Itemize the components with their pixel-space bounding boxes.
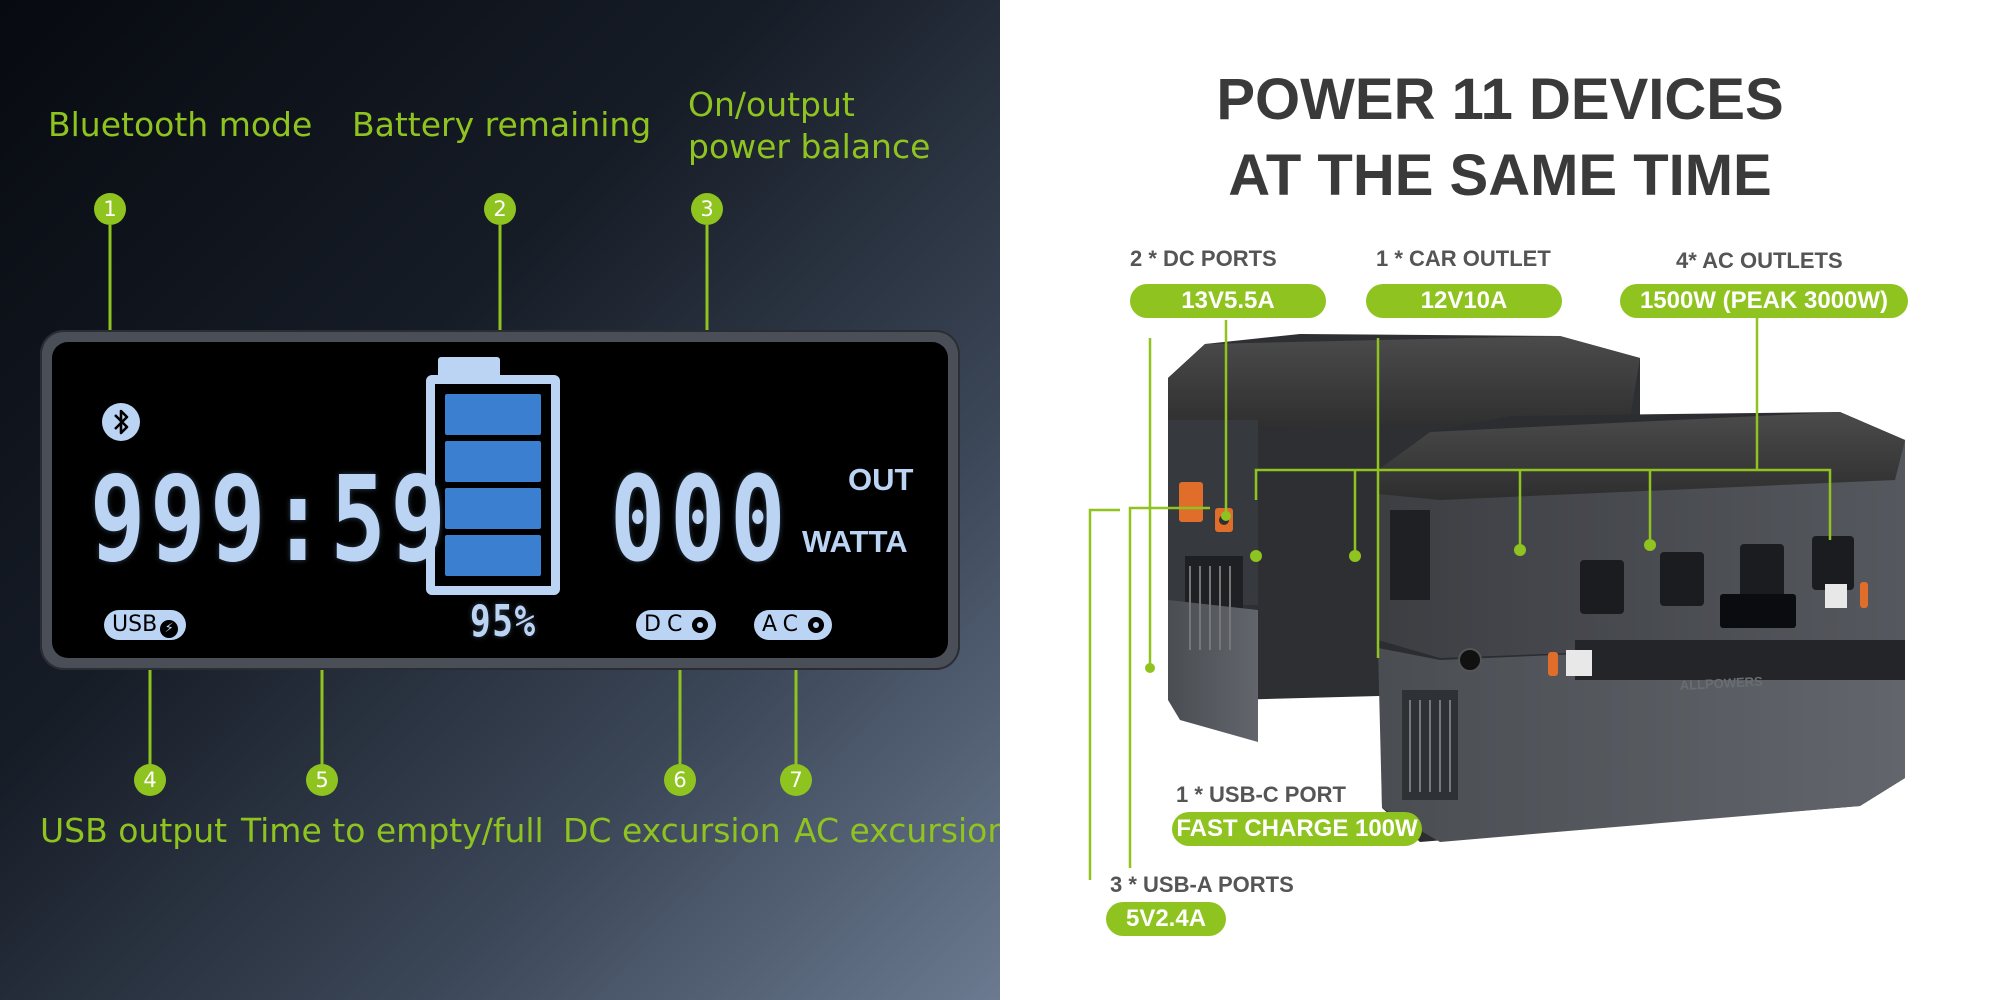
battery-bar xyxy=(445,394,541,435)
watta-label: WATTA xyxy=(802,524,908,559)
ac-outlets xyxy=(1580,536,1854,614)
ac-power-icon xyxy=(808,617,825,633)
dc-indicator: DC xyxy=(636,610,717,640)
label-bluetooth-mode: Bluetooth mode xyxy=(48,105,313,144)
callout-number-5: 5 xyxy=(306,764,338,796)
dc-ports-title: 2 * DC PORTS xyxy=(1130,246,1277,271)
mini-lcd-display xyxy=(1720,594,1796,628)
label-on-output-line2: power balance xyxy=(688,127,931,166)
label-on-output-line1: On/output xyxy=(688,85,855,124)
ac-outlets-spec: 1500W (PEAK 3000W) xyxy=(1620,284,1908,318)
label-dc-excursion: DC excursion xyxy=(563,811,781,850)
battery-icon xyxy=(426,375,560,595)
usb-indicator-label: USB xyxy=(112,612,158,637)
callout-number-6: 6 xyxy=(664,764,696,796)
usb-c-title: 1 * USB-C PORT xyxy=(1176,782,1346,807)
dc-indicator-label: DC xyxy=(644,612,689,637)
dc-power-icon xyxy=(692,617,709,633)
label-battery-remaining: Battery remaining xyxy=(352,105,652,144)
dc-ports-spec: 13V5.5A xyxy=(1130,284,1326,318)
bluetooth-icon xyxy=(102,403,140,441)
front-power-station: ALLPOWERS xyxy=(1378,412,1905,842)
lcd-screen-bezel: 999:59 95% 000 OUT WATTA USB⚡ DC AC xyxy=(40,330,960,670)
usb-a-spec: 5V2.4A xyxy=(1106,902,1226,936)
out-label: OUT xyxy=(848,462,914,497)
car-outlet xyxy=(1458,648,1482,672)
usb-a-title: 3 * USB-A PORTS xyxy=(1110,872,1294,897)
callout-number-3: 3 xyxy=(691,193,723,225)
port-callout-lines xyxy=(1088,318,1832,880)
power-stations-illustration: ALLPOWERS xyxy=(1088,318,1905,880)
battery-cap xyxy=(438,357,500,375)
callout-number-2: 2 xyxy=(484,193,516,225)
callout-number-4: 4 xyxy=(134,764,166,796)
car-outlet-title: 1 * CAR OUTLET xyxy=(1376,246,1551,271)
usb-indicator: USB⚡ xyxy=(104,610,187,640)
ac-outlets-title: 4* AC OUTLETS xyxy=(1676,248,1843,273)
headline-line1: POWER 11 DEVICES xyxy=(1216,67,1784,132)
headline-line2: AT THE SAME TIME xyxy=(1228,143,1772,208)
ac-indicator: AC xyxy=(754,610,833,640)
product-panel: POWER 11 DEVICES AT THE SAME TIME xyxy=(1000,0,2000,1000)
lcd-screen: 999:59 95% 000 OUT WATTA USB⚡ DC AC xyxy=(52,342,948,658)
brand-logo: ALLPOWERS xyxy=(1679,674,1763,693)
callout-number-1: 1 xyxy=(94,193,126,225)
callout-number-7: 7 xyxy=(780,764,812,796)
label-ac-excursion: AC excursion xyxy=(794,811,1000,850)
battery-bar xyxy=(445,441,541,482)
lightning-icon: ⚡ xyxy=(160,620,179,638)
lcd-diagram-panel: Bluetooth mode Battery remaining On/outp… xyxy=(0,0,1000,1000)
headline: POWER 11 DEVICES AT THE SAME TIME xyxy=(1000,62,2000,214)
car-outlet-spec: 12V10A xyxy=(1366,284,1562,318)
battery-percent-readout: 95% xyxy=(470,596,537,647)
battery-bar xyxy=(445,535,541,576)
usb-c-spec: FAST CHARGE 100W xyxy=(1172,812,1422,846)
label-usb-output: USB output xyxy=(40,811,228,850)
battery-bar xyxy=(445,488,541,529)
time-remaining-readout: 999:59 xyxy=(90,450,451,588)
label-time-to-empty: Time to empty/full xyxy=(241,811,544,850)
battery-level-bars xyxy=(445,394,541,576)
usb-a-ports-back xyxy=(1179,482,1203,522)
ac-indicator-label: AC xyxy=(762,612,805,637)
power-watts-readout: 000 xyxy=(610,450,791,588)
